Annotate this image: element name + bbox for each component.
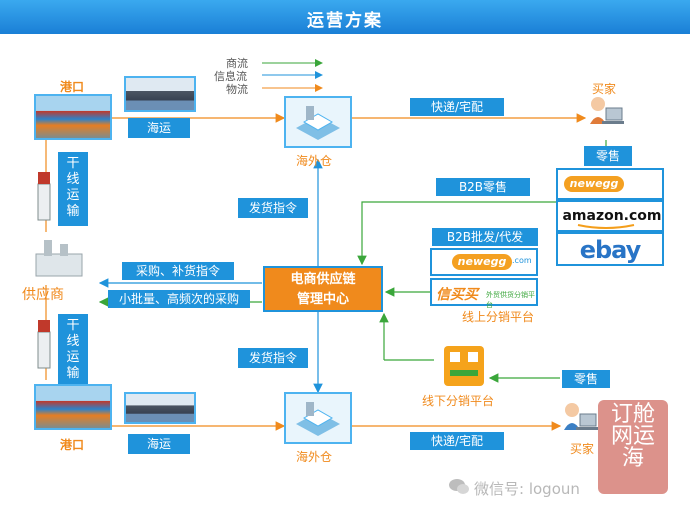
wechat-icon — [449, 479, 469, 494]
express-bottom-tag: 快递/宅配 — [410, 432, 504, 450]
express-top-tag: 快递/宅配 — [410, 98, 504, 116]
buyer-top-label: 买家 — [592, 82, 617, 96]
trunk-top-bar: 干线运输 — [58, 152, 88, 226]
offline-platform-label: 线下分销平台 — [422, 394, 495, 408]
page-title: 运营方案 — [307, 11, 383, 31]
ship-top-photo — [124, 76, 196, 112]
buyer-bottom-icon — [564, 403, 598, 430]
buyer-top-icon — [590, 97, 624, 124]
ebay-text: ebay — [579, 236, 642, 264]
amazon-logo: amazon.com — [556, 200, 664, 232]
warehouse-top-label: 海外仓 — [296, 154, 333, 168]
ship-bottom-photo — [124, 392, 196, 424]
supplier-factory-icon — [35, 240, 83, 277]
buyer-bottom-label: 买家 — [570, 442, 595, 456]
xinmaimai-text: 信买买 — [436, 287, 478, 303]
watermark-seal: 订舱网运海 — [598, 400, 668, 494]
port-top-photo — [34, 94, 112, 140]
port-top-label: 港口 — [60, 80, 85, 94]
warehouse-bottom-icon — [296, 402, 340, 436]
warehouse-bottom-label: 海外仓 — [296, 450, 333, 464]
offline-platform-icon — [444, 346, 484, 386]
trunk-bottom-bar: 干线运输 — [58, 314, 88, 388]
sea-top-tag: 海运 — [128, 118, 190, 138]
newegg-b-suffix: .com — [512, 256, 532, 265]
legend-logistics: 物流 — [226, 83, 248, 96]
b2b-wholesale-tag: B2B批发/代发 — [432, 228, 538, 246]
newegg-a-text: newegg — [564, 176, 624, 192]
center-line2: 管理中心 — [296, 292, 349, 307]
watermark-text: 微信号: logoun — [474, 480, 580, 498]
xinmaimai-logo: 信买买 外贸供货分销平台 — [430, 278, 538, 309]
retail-bottom-tag: 零售 — [562, 370, 610, 388]
newegg-logo-b: newegg .com — [430, 248, 538, 276]
port-bottom-photo — [34, 384, 112, 430]
b2b-retail-tag: B2B零售 — [436, 178, 530, 196]
warehouse-top-icon — [296, 106, 340, 140]
warehouse-top — [284, 96, 352, 148]
truck-bottom-icon — [37, 320, 51, 369]
retail-top-tag: 零售 — [584, 146, 632, 166]
center-management-box: 电商供应链 管理中心 — [263, 266, 383, 312]
amazon-text: amazon.com — [562, 208, 662, 224]
port-bottom-label: 港口 — [60, 438, 85, 452]
newegg-b-text: newegg — [452, 254, 512, 270]
supplier-label: 供应商 — [22, 287, 64, 303]
trunk-top-label: 干线运输 — [66, 156, 80, 219]
watermark-seal-text: 订舱网运海 — [610, 402, 655, 471]
trunk-bottom-label: 干线运输 — [66, 318, 80, 381]
legend-info: 信息流 — [214, 70, 247, 83]
small-batch-tag: 小批量、高频次的采购 — [108, 290, 250, 308]
ship-order-top-tag: 发货指令 — [238, 198, 308, 218]
amazon-smile-icon — [577, 224, 635, 229]
xinmaimai-sub: 外贸供货分销平台 — [486, 291, 535, 309]
center-line1: 电商供应链 — [290, 272, 356, 287]
ebay-logo: ebay — [556, 232, 664, 266]
legend-commerce: 商流 — [226, 57, 248, 70]
truck-top-icon — [37, 172, 51, 221]
ship-order-bottom-tag: 发货指令 — [238, 348, 308, 368]
newegg-logo-a: newegg — [556, 168, 664, 200]
header-bar: 运营方案 — [0, 0, 690, 34]
sea-bottom-tag: 海运 — [128, 434, 190, 454]
purchase-order-tag: 采购、补货指令 — [122, 262, 234, 280]
warehouse-bottom — [284, 392, 352, 444]
online-platform-label: 线上分销平台 — [462, 310, 535, 324]
